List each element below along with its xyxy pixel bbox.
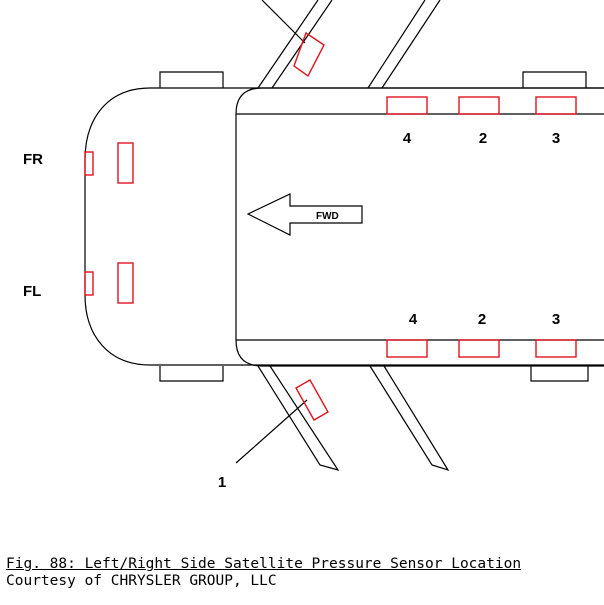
label-front-right: FR (23, 151, 43, 168)
figure-caption: Fig. 88: Left/Right Side Satellite Press… (6, 556, 521, 590)
vehicle-sensor-diagram: FWD FR FL 4 2 3 4 2 3 1 (23, 0, 604, 491)
sensor-top-4 (386, 96, 428, 115)
sensor-front-right (117, 142, 134, 184)
door-front-left (257, 365, 340, 472)
forward-arrow (246, 193, 363, 236)
sensor-bottom-4 (386, 339, 428, 358)
callout-label-1: 1 (218, 474, 226, 491)
label-top-2: 2 (479, 130, 487, 147)
sensor-top-2 (458, 96, 500, 115)
vehicle-front-body (84, 87, 604, 366)
door-rear-left (369, 365, 450, 472)
label-top-4: 4 (403, 130, 412, 147)
sensor-top-3 (535, 96, 577, 115)
figure-credit: Courtesy of CHRYSLER GROUP, LLC (6, 573, 277, 589)
label-top-3: 3 (552, 130, 560, 147)
wheel-front-left (159, 366, 224, 382)
label-bottom-2: 2 (478, 311, 486, 328)
forward-label: FWD (316, 211, 339, 222)
wheel-rear-right (522, 71, 587, 88)
wheel-front-right (159, 71, 224, 88)
door-rear-right (367, 0, 441, 89)
label-bottom-4: 4 (409, 311, 418, 328)
sensor-front-left-small (84, 271, 94, 296)
sensor-door-left (295, 379, 329, 421)
callout-leader-top (261, 0, 306, 44)
sensor-front-left (117, 262, 134, 304)
vehicle-cargo-box (235, 87, 604, 367)
door-front-right (257, 0, 333, 89)
wheel-rear-left (530, 366, 589, 382)
callout-leader-bottom (235, 399, 308, 464)
figure-title: Fig. 88: Left/Right Side Satellite Press… (6, 556, 522, 572)
label-bottom-3: 3 (552, 311, 560, 328)
sensor-bottom-2 (458, 339, 500, 358)
sensor-door-right (293, 31, 325, 78)
sensor-bottom-3 (535, 339, 577, 358)
label-front-left: FL (23, 283, 41, 300)
sensor-front-right-small (84, 151, 94, 176)
